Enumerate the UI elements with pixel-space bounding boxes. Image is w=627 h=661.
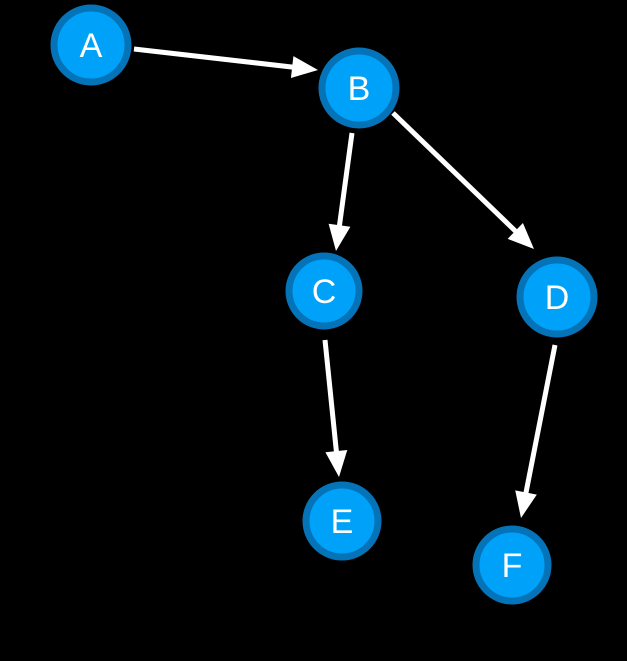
node-label: F bbox=[502, 547, 523, 585]
graph-edge[interactable] bbox=[515, 344, 558, 518]
edge-line bbox=[391, 111, 522, 237]
graph-edge[interactable] bbox=[322, 339, 348, 477]
edge-arrowhead bbox=[290, 56, 318, 78]
edge-arrowhead bbox=[325, 450, 348, 477]
node-label: E bbox=[331, 503, 354, 541]
graph-node-b[interactable]: B bbox=[318, 47, 400, 129]
node-circle bbox=[285, 252, 363, 330]
edge-line bbox=[522, 344, 558, 499]
edge-arrowhead bbox=[515, 490, 537, 518]
node-label: D bbox=[545, 279, 570, 317]
node-circle bbox=[50, 4, 132, 86]
node-label: A bbox=[80, 27, 103, 65]
graph-node-a[interactable]: A bbox=[50, 4, 132, 86]
nodes-layer: A B C D E F bbox=[50, 4, 598, 605]
edge-arrowhead bbox=[507, 223, 534, 249]
graph-edge[interactable] bbox=[391, 111, 534, 249]
edge-line bbox=[322, 339, 340, 458]
node-circle bbox=[516, 256, 598, 338]
edge-line bbox=[133, 46, 299, 71]
node-circle bbox=[472, 525, 552, 605]
edge-arrowhead bbox=[328, 223, 351, 251]
graph-edge[interactable] bbox=[328, 132, 355, 251]
edge-line bbox=[336, 132, 355, 232]
graph-node-d[interactable]: D bbox=[516, 256, 598, 338]
graph-node-e[interactable]: E bbox=[302, 481, 382, 561]
node-circle bbox=[318, 47, 400, 129]
node-circle bbox=[302, 481, 382, 561]
graph-node-f[interactable]: F bbox=[472, 525, 552, 605]
graph-edge[interactable] bbox=[133, 46, 318, 78]
edges-layer bbox=[133, 46, 558, 518]
node-label: B bbox=[348, 70, 371, 108]
node-label: C bbox=[312, 273, 337, 311]
graph-node-c[interactable]: C bbox=[285, 252, 363, 330]
